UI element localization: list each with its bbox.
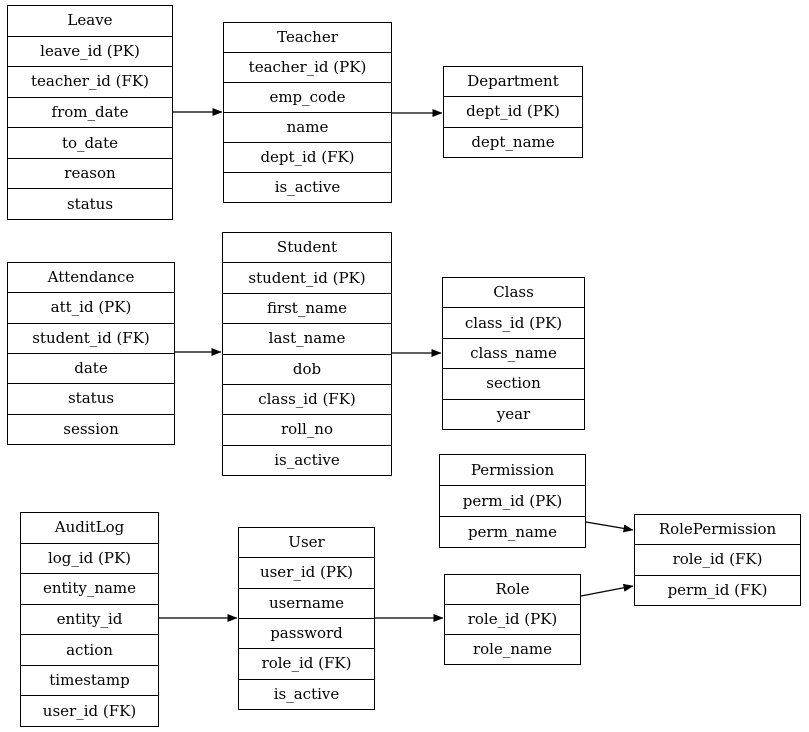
field-status: status	[8, 188, 172, 219]
entity-title-role: Role	[495, 580, 530, 598]
field-role_name: role_name	[445, 634, 580, 664]
entity-title-auditlog: AuditLog	[54, 518, 125, 537]
field-date: date	[8, 352, 174, 383]
field-teacher_id: teacher_id (FK)	[8, 66, 172, 97]
field-password: password	[239, 617, 374, 648]
field-class_id: class_id (PK)	[443, 307, 584, 337]
field-dept_id: dept_id (PK)	[444, 96, 582, 126]
field-user_id: user_id (PK)	[239, 557, 374, 587]
field-is_active: is_active	[224, 172, 391, 202]
field-name: name	[224, 112, 391, 142]
entity-role: Role role_id (PK)role_name	[444, 574, 581, 665]
field-from_date: from_date	[8, 96, 172, 128]
field-entity_id: entity_id	[21, 603, 158, 635]
field-roll_no: roll_no	[223, 414, 391, 444]
entity-rolepermission: RolePermission role_id (FK)perm_id (FK)	[634, 514, 801, 606]
field-entity_name: entity_name	[21, 573, 158, 604]
entity-title-student: Student	[276, 238, 338, 257]
field-session: session	[8, 413, 174, 444]
field-role_id: role_id (FK)	[239, 648, 374, 678]
field-teacher_id: teacher_id (PK)	[224, 52, 391, 82]
entity-title-user: User	[288, 533, 325, 552]
entity-permission: Permission perm_id (PK)perm_name	[439, 454, 586, 548]
field-is_active: is_active	[239, 678, 374, 709]
field-student_id: student_id (PK)	[223, 262, 391, 292]
entity-title-teacher: Teacher	[277, 28, 338, 46]
field-perm_id: perm_id (PK)	[440, 485, 585, 516]
entity-title-department: Department	[467, 72, 559, 91]
field-timestamp: timestamp	[21, 664, 158, 696]
field-perm_id: perm_id (FK)	[635, 574, 800, 605]
field-att_id: att_id (PK)	[8, 292, 174, 322]
field-log_id: log_id (PK)	[21, 542, 158, 574]
field-role_id: role_id (FK)	[635, 544, 800, 574]
field-leave_id: leave_id (PK)	[8, 35, 172, 67]
entity-leave: Leave leave_id (PK)teacher_id (FK)from_da…	[7, 5, 173, 220]
field-role_id: role_id (PK)	[445, 604, 580, 634]
edge-role-to-rolepermission	[580, 583, 634, 597]
field-reason: reason	[8, 157, 172, 189]
field-status: status	[8, 383, 174, 413]
field-emp_code: emp_code	[224, 82, 391, 112]
entity-attendance: Attendance att_id (PK)student_id (FK)date…	[7, 262, 175, 445]
field-action: action	[21, 634, 158, 665]
field-first_name: first_name	[223, 292, 391, 323]
entity-title-class: Class	[493, 283, 534, 302]
field-dob: dob	[223, 353, 391, 384]
edge-permission-to-rolepermission	[585, 521, 634, 533]
field-year: year	[443, 398, 584, 429]
field-to_date: to_date	[8, 127, 172, 158]
field-username: username	[239, 587, 374, 618]
field-dept_id: dept_id (FK)	[224, 142, 391, 172]
field-user_id: user_id (FK)	[21, 695, 158, 726]
field-perm_name: perm_name	[440, 516, 585, 547]
field-dept_name: dept_name	[444, 126, 582, 157]
entity-department: Department dept_id (PK)dept_name	[443, 66, 583, 158]
field-class_name: class_name	[443, 337, 584, 368]
field-student_id: student_id (FK)	[8, 322, 174, 353]
entity-title-attendance: Attendance	[47, 268, 135, 287]
entity-title-permission: Permission	[470, 460, 555, 479]
entity-title-leave: Leave	[67, 11, 113, 30]
entity-title-rolepermission: RolePermission	[658, 520, 777, 539]
field-last_name: last_name	[223, 323, 391, 353]
field-class_id: class_id (FK)	[223, 383, 391, 414]
field-section: section	[443, 368, 584, 398]
field-is_active: is_active	[223, 444, 391, 475]
